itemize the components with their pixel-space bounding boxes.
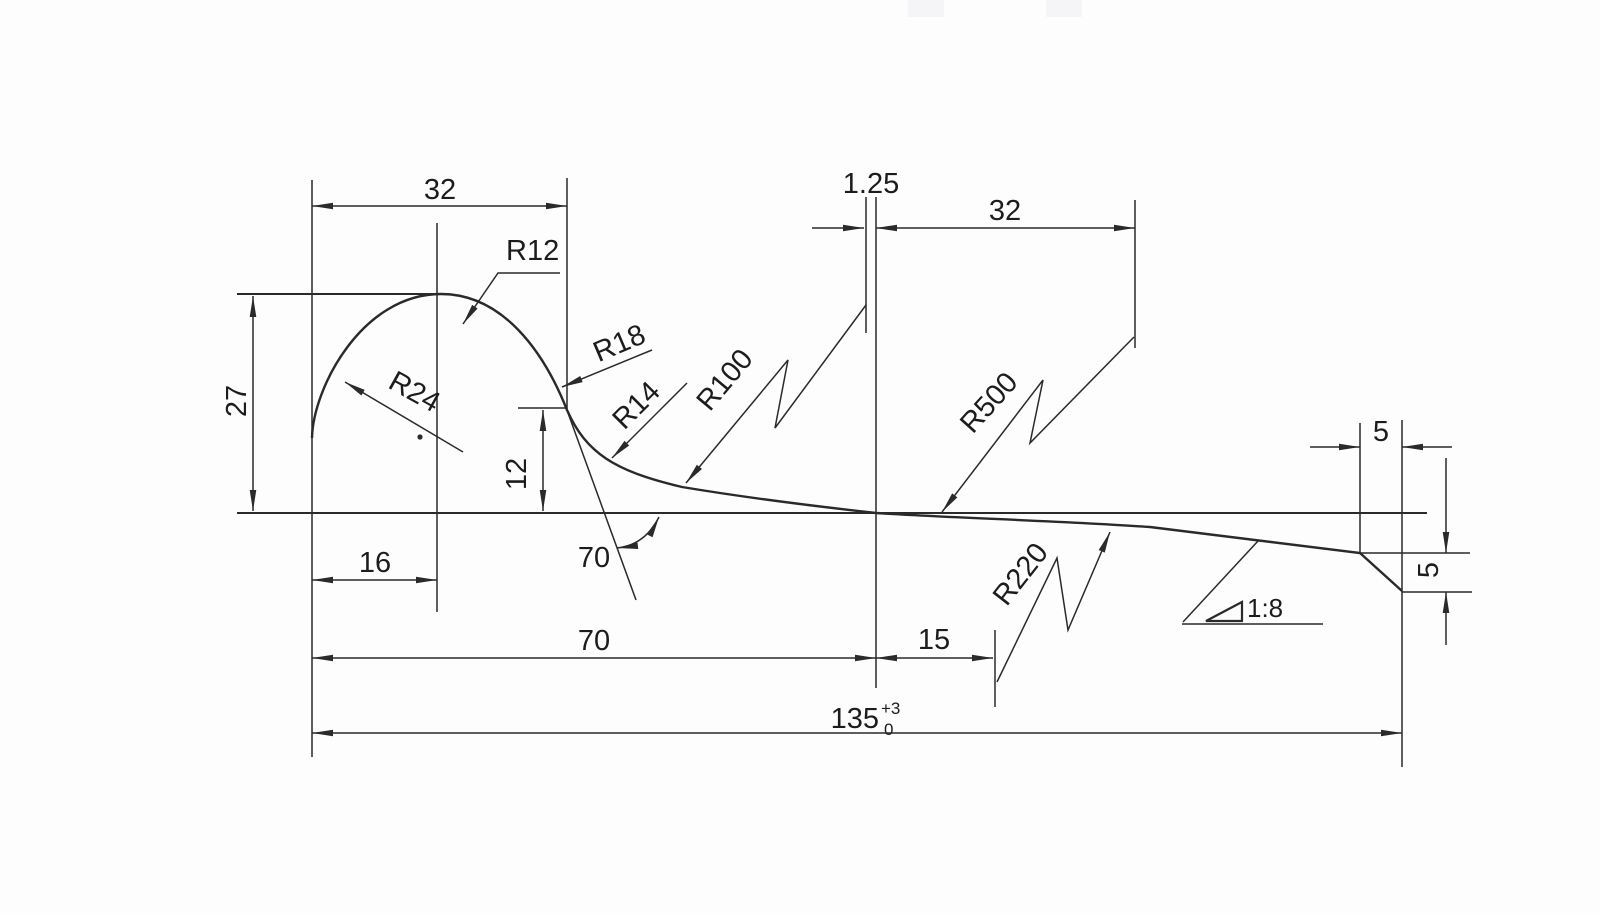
span-70-label: 70 [578,625,610,657]
profile-outline [310,292,1403,592]
right-span-label: 32 [989,195,1021,227]
overall-length-label: 135 [831,703,879,735]
slope-annotation [1182,540,1323,625]
neck-radius-14-label: R14 [607,376,667,436]
r24-center-mark [417,434,423,440]
neck-radius-18-label: R18 [589,319,650,369]
leader-r12 [462,272,560,325]
angle-dimension [563,401,660,601]
overall-tol-upper-label: +3 [881,699,900,718]
chamfer-width-label: 5 [1373,416,1389,448]
base-offset-label: 16 [359,547,391,579]
tangent-height-label: 12 [501,458,533,490]
angle-arc [616,516,660,550]
crown-radius-label: R12 [506,235,559,267]
top-artifact-right [1046,0,1082,17]
leader-r14 [611,382,688,459]
radius-leaders [344,272,1135,683]
extension-lines [311,178,1472,767]
tangent-angle-label: 70 [578,542,610,574]
leader-r18 [561,349,653,388]
part-profile [237,292,1427,592]
overall-tol-lower-label: 0 [884,720,893,739]
flank-radius-500-label: R500 [954,367,1024,440]
leader-r100 [685,304,867,484]
dimension-labels: 32 27 R12 R24 R18 R14 R100 R500 R220 1.2… [221,168,1445,739]
slope-leader [1182,540,1259,623]
leader-r24 [344,381,464,453]
head-width-label: 32 [424,174,456,206]
chamfer-height-label: 5 [1413,562,1445,578]
top-artifact-left [908,0,944,17]
dimension-lines [249,202,1452,737]
under-radius-220-label: R220 [987,537,1055,611]
leader-r500 [941,336,1135,513]
slope-triangle-icon [1205,600,1244,623]
slope-ratio-label: 1:8 [1247,593,1283,623]
head-height-label: 27 [221,385,253,417]
span-15-label: 15 [918,624,950,656]
leader-r220 [996,531,1111,683]
tangent-construction-line [563,401,637,601]
crossing-offset-label: 1.25 [843,168,899,200]
